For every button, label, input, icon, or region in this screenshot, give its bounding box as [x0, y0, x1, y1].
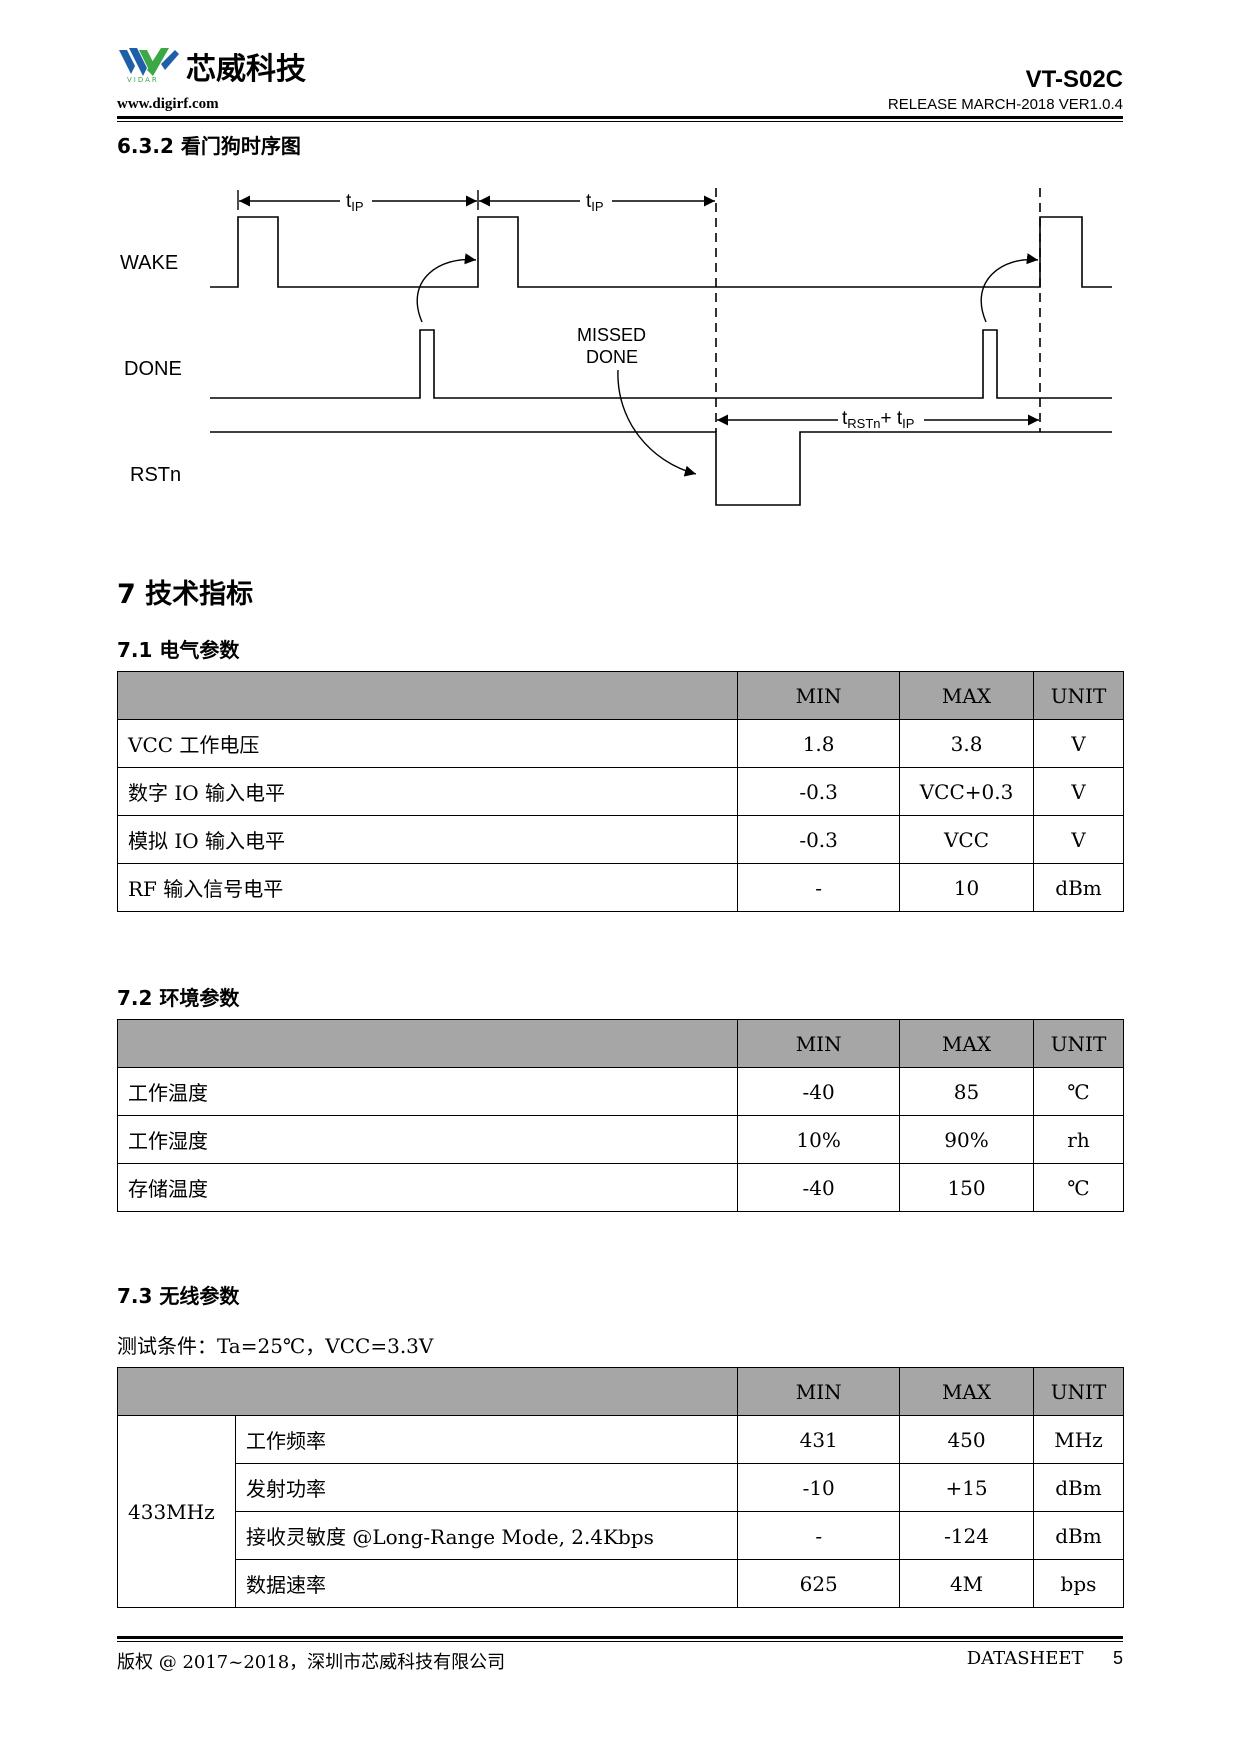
- footer-right: DATASHEET 5: [967, 1648, 1123, 1669]
- header-cell-empty: [116, 671, 739, 720]
- signal-label-rstn: RSTn: [130, 464, 181, 486]
- done-to-wake-arrow-2: [980, 253, 1039, 323]
- footer-rule: [117, 1636, 1123, 1639]
- table-header-row: MIN MAX UNIT: [116, 1367, 1125, 1416]
- datasheet-label: DATASHEET: [966, 1648, 1084, 1669]
- header-cell-empty: [116, 1019, 739, 1068]
- table-row: 数据速率 625 4M bps: [118, 1559, 1125, 1608]
- test-condition: 测试条件：Ta=25℃，VCC=3.3V: [117, 1334, 434, 1358]
- tip-label-1: tIP: [346, 191, 364, 214]
- table-header-row: MIN MAX UNIT: [116, 671, 1124, 720]
- table-header-row: MIN MAX UNIT: [116, 1019, 1125, 1068]
- table-row: 数字 IO 输入电平 -0.3 VCC+0.3 V: [116, 767, 1124, 816]
- company-logo: VIDAR: [117, 44, 181, 88]
- header-min: MIN: [737, 1019, 901, 1068]
- section-title-632: 6.3.2 看门狗时序图: [117, 134, 301, 158]
- table-row: 433MHz 工作频率 431 450 MHz: [117, 1415, 1125, 1608]
- table-row: VCC 工作电压 1.8 3.8 V: [116, 719, 1124, 768]
- table-row: 存储温度 -40 150 ℃: [116, 1163, 1125, 1212]
- header-cell-empty: [116, 1367, 739, 1416]
- missed-label: MISSED: [577, 325, 646, 345]
- done-to-wake-arrow-1: [416, 253, 477, 323]
- website-url: www.digirf.com: [117, 96, 219, 112]
- watchdog-timing-diagram: WAKE DONE RSTn tIP tIP tRSTn+ tIP MISSED…: [120, 188, 1112, 506]
- header-rule-thin: [117, 121, 1123, 122]
- section-title-73: 7.3 无线参数: [117, 1284, 240, 1308]
- header-min: MIN: [737, 671, 901, 720]
- table-row: 工作温度 -40 85 ℃: [116, 1067, 1125, 1116]
- header-max: MAX: [899, 671, 1034, 720]
- header-min: MIN: [737, 1367, 901, 1416]
- missed-done-arrow: [617, 369, 697, 477]
- band-cell: 433MHz: [117, 1415, 236, 1608]
- header-unit: UNIT: [1033, 671, 1124, 720]
- missed-done-label: DONE: [586, 347, 638, 367]
- section-title-72: 7.2 环境参数: [117, 986, 240, 1010]
- table-row: 模拟 IO 输入电平 -0.3 VCC V: [116, 815, 1124, 864]
- trst-label: tRSTn+ tIP: [842, 408, 914, 431]
- section-title-71: 7.1 电气参数: [117, 638, 240, 662]
- header-rule: [117, 116, 1123, 119]
- header-unit: UNIT: [1032, 1367, 1125, 1416]
- header-unit: UNIT: [1032, 1019, 1125, 1068]
- document-code: VT-S02C: [1025, 66, 1123, 93]
- done-waveform: [210, 329, 1112, 399]
- release-info: RELEASE MARCH-2018 VER1.0.4: [887, 96, 1123, 113]
- tip-label-2: tIP: [586, 191, 604, 214]
- wake-waveform: [210, 216, 1112, 288]
- company-name: 芯威科技: [186, 52, 306, 87]
- header-max: MAX: [899, 1019, 1034, 1068]
- table-row: 工作湿度 10% 90% rh: [116, 1115, 1125, 1164]
- table-row: 发射功率 -10 +15 dBm: [118, 1463, 1125, 1512]
- signal-label-wake: WAKE: [120, 252, 178, 274]
- table-row: 接收灵敏度 @Long-Range Mode, 2.4Kbps - -124 d…: [118, 1511, 1125, 1560]
- electrical-params-table: MIN MAX UNIT VCC 工作电压 1.8 3.8 V 数字 IO 输入…: [116, 671, 1124, 912]
- section-title-7: 7 技术指标: [117, 579, 254, 610]
- wireless-params-table: MIN MAX UNIT 433MHz 工作频率 431 450 MHz 发射功…: [116, 1367, 1125, 1608]
- footer-rule-thin: [117, 1641, 1123, 1642]
- page-number: 5: [1112, 1648, 1123, 1668]
- signal-label-done: DONE: [124, 358, 182, 380]
- table-row: RF 输入信号电平 - 10 dBm: [116, 863, 1124, 912]
- copyright-text: 版权 @ 2017~2018，深圳市芯威科技有限公司: [117, 1652, 506, 1673]
- environment-params-table: MIN MAX UNIT 工作温度 -40 85 ℃ 工作湿度 10% 90% …: [116, 1019, 1125, 1212]
- logo-subtext: VIDAR: [127, 76, 159, 84]
- rstn-waveform: [210, 431, 1112, 506]
- header-max: MAX: [899, 1367, 1034, 1416]
